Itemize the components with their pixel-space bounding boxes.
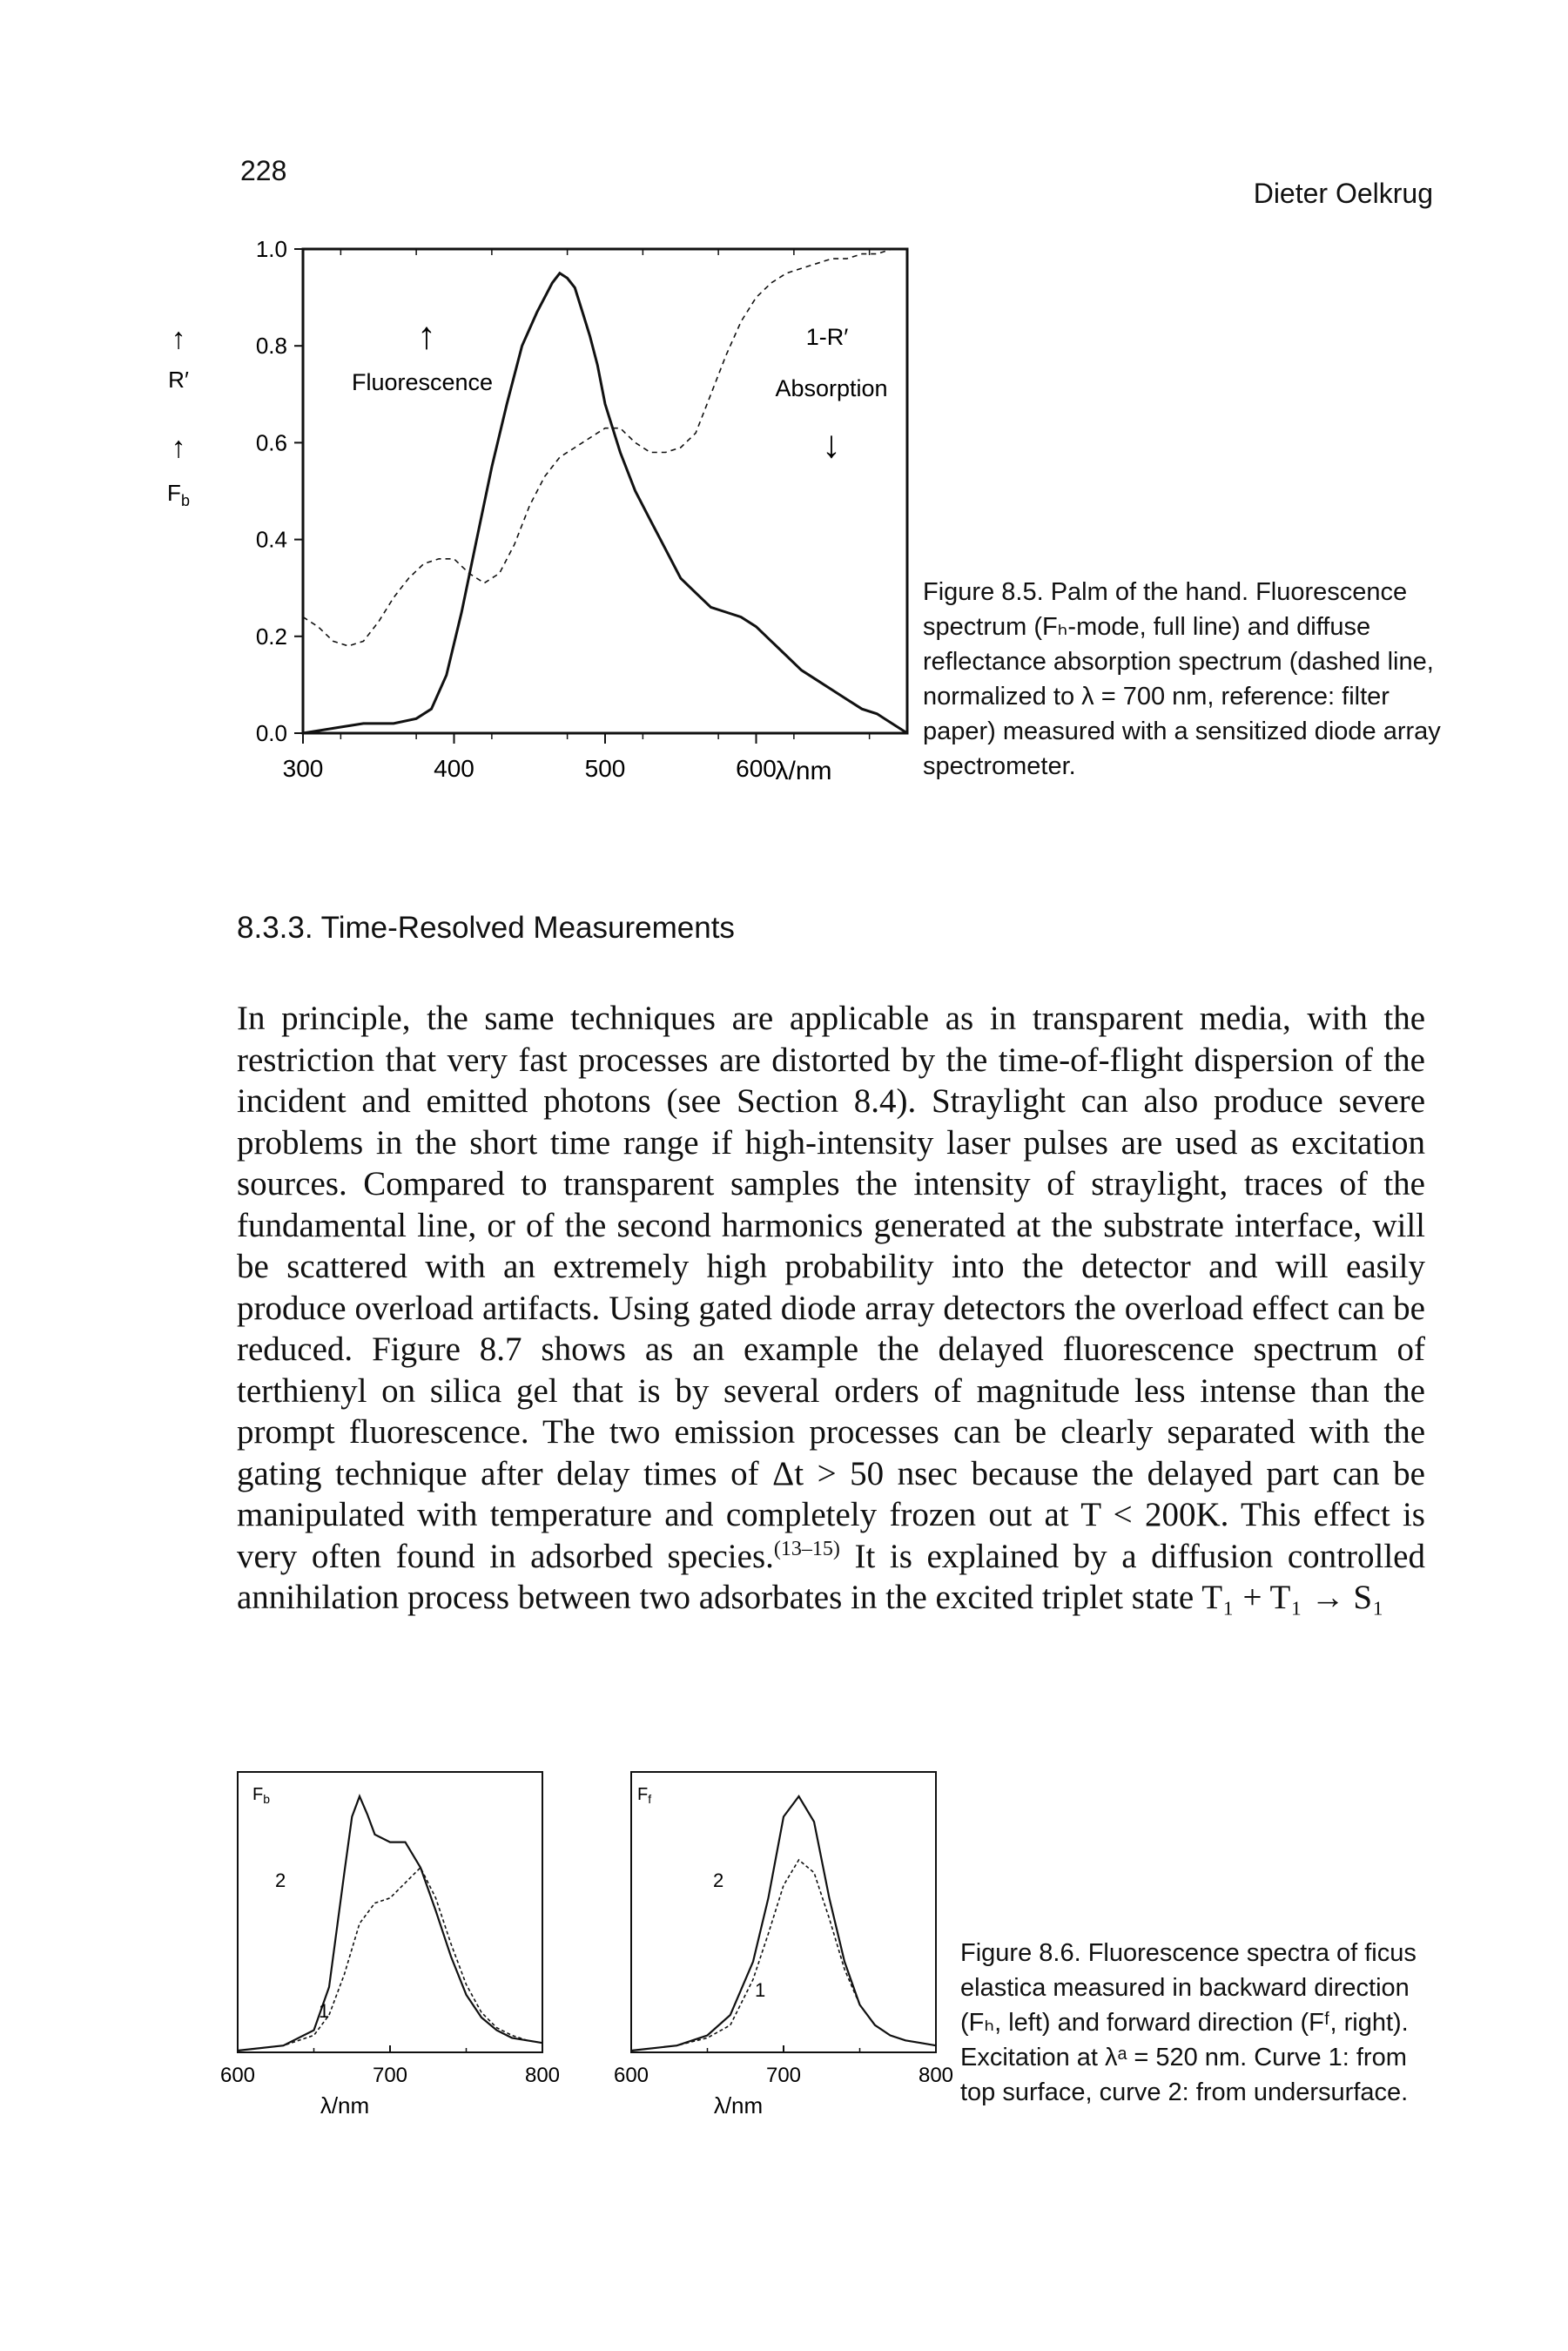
right-curve-label-2: 2 bbox=[713, 1869, 723, 1891]
side-label-r: R′ bbox=[168, 367, 189, 393]
citation-superscript: (13–15) bbox=[773, 1537, 840, 1560]
figure-8-5-caption-text: Palm of the hand. Fluorescence spectrum … bbox=[923, 578, 1441, 780]
figure-8-5-caption-label: Figure 8.5. bbox=[923, 578, 1044, 606]
paragraph-part-1: In principle, the same techniques are ap… bbox=[237, 1000, 1425, 1575]
y-tick-label: 0.0 bbox=[256, 720, 287, 746]
left-curve-label-1: 1 bbox=[319, 2000, 329, 2022]
figure-8-6-caption: Figure 8.6. Fluorescence spectra of ficu… bbox=[960, 1936, 1448, 2110]
x-tick-label: 700 bbox=[373, 2064, 407, 2087]
left-curve-label-2: 2 bbox=[275, 1869, 286, 1891]
x-tick-label: 700 bbox=[766, 2064, 801, 2087]
figure-8-6-caption-text: Fluorescence spectra of ficus elastica m… bbox=[960, 1939, 1417, 2106]
x-tick-label: 600 bbox=[614, 2064, 649, 2087]
fluorescence-curve bbox=[302, 271, 908, 735]
y-tick-label: 1.0 bbox=[256, 236, 287, 262]
figure-8-5-chart: ↑ R′ ↑ Fb 0.0 0.2 0.4 0.6 0.8 1.0 300 400 500 60… bbox=[167, 236, 909, 785]
annotation-1-r: 1-R′ bbox=[806, 324, 849, 350]
y-tick-label: 0.4 bbox=[256, 527, 287, 553]
right-plot-frame bbox=[630, 1771, 937, 2053]
figure-8-6-caption-label: Figure 8.6. bbox=[960, 1939, 1081, 1967]
left-ylabel: Fb bbox=[252, 1785, 270, 1806]
annotation-fluorescence: Fluorescence bbox=[352, 369, 493, 395]
absorption-curve bbox=[302, 248, 907, 647]
left-curve-2 bbox=[237, 1794, 543, 2052]
arrow-down-icon-absorption: ↓ bbox=[822, 423, 841, 466]
right-curve-1 bbox=[630, 1858, 937, 2051]
x-tick-label: 600 bbox=[220, 2064, 255, 2087]
right-ylabel: Ff bbox=[637, 1785, 651, 1806]
x-tick-label: 400 bbox=[434, 755, 474, 782]
page-number: 228 bbox=[240, 155, 287, 186]
arrow-up-icon-r: ↑ bbox=[172, 322, 186, 355]
figure-8-5-caption: Figure 8.5. Palm of the hand. Fluorescen… bbox=[923, 575, 1445, 784]
y-tick-label: 0.8 bbox=[256, 333, 287, 359]
annotation-absorption: Absorption bbox=[775, 375, 887, 401]
x-tick-label: 600 bbox=[736, 755, 777, 782]
right-curve-2 bbox=[630, 1795, 937, 2052]
right-x-unit: λ/nm bbox=[714, 2092, 763, 2119]
y-tick-label: 0.6 bbox=[256, 429, 287, 455]
side-label-fb: Fb bbox=[167, 480, 190, 509]
right-curve-label-1: 1 bbox=[755, 1979, 765, 2001]
x-tick-label: 800 bbox=[525, 2064, 560, 2087]
y-tick-label: 0.2 bbox=[256, 623, 287, 650]
left-curve-1 bbox=[237, 1866, 543, 2051]
left-x-unit: λ/nm bbox=[320, 2092, 369, 2119]
body-paragraph: In principle, the same techniques are ap… bbox=[237, 998, 1425, 1619]
arrow-up-icon-fb: ↑ bbox=[172, 431, 186, 464]
paragraph-part-2: It is explained by a diffusion controlle… bbox=[237, 1537, 1425, 1617]
figure-8-6-right-chart: Ff 2 1 600 700 800 λ/nm bbox=[614, 1771, 953, 2119]
section-heading: 8.3.3. Time-Resolved Measurements bbox=[237, 911, 735, 945]
left-plot-frame bbox=[237, 1771, 543, 2053]
x-tick-label: 300 bbox=[283, 755, 324, 782]
x-tick-label: 800 bbox=[919, 2064, 953, 2087]
arrow-up-icon-fluorescence: ↑ bbox=[417, 314, 436, 357]
plot-frame bbox=[301, 247, 909, 735]
figure-8-6-left-chart: Fb 2 1 600 700 800 λ/nm bbox=[220, 1771, 560, 2119]
running-head-author: Dieter Oelkrug bbox=[1253, 178, 1433, 209]
x-tick-label: 500 bbox=[585, 755, 626, 782]
x-unit-label: λ/nm bbox=[775, 757, 831, 785]
